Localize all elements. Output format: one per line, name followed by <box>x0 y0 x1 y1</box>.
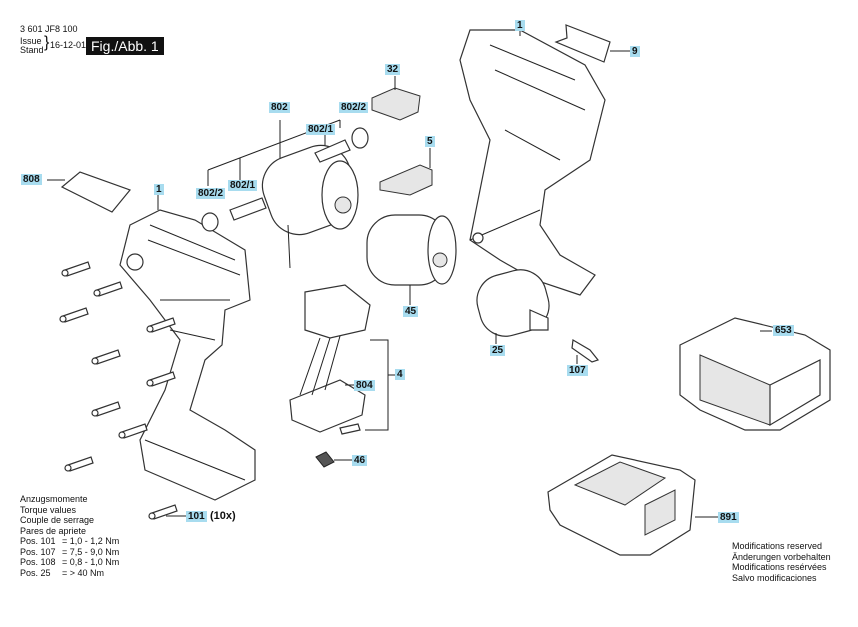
switch-4 <box>289 284 400 435</box>
torque-values-block: Anzugsmomente Torque values Couple de se… <box>20 494 119 578</box>
torque-title-en: Torque values <box>20 504 77 515</box>
callout-804[interactable]: 804 <box>354 380 375 391</box>
torque-title-fr: Couple de serrage <box>20 515 95 525</box>
ring-lower <box>201 212 219 232</box>
torque-value: = 1,0 - 1,2 Nm <box>62 536 120 546</box>
torque-pos: Pos. 25 <box>20 567 51 578</box>
modifications-en: Modifications reserved <box>732 541 823 551</box>
torque-row: Pos. 108 = 0,8 - 1,0 Nm <box>20 557 119 568</box>
label-plate-9 <box>554 24 611 63</box>
callout-101[interactable]: 101 <box>186 511 207 522</box>
torque-pos: Pos. 107 <box>20 546 56 557</box>
callout-802-2-lower[interactable]: 802/2 <box>196 188 226 199</box>
torque-value: = > 40 Nm <box>62 567 105 578</box>
modifications-fr: Modifications resérvées <box>732 562 827 572</box>
gearbox-45 <box>366 214 457 305</box>
brace: } <box>44 34 50 51</box>
screw-107 <box>571 339 600 363</box>
torque-title-es: Pares de apriete <box>20 525 87 536</box>
slide-5 <box>379 164 433 196</box>
callout-tree-802 <box>207 119 341 186</box>
callout-45[interactable]: 45 <box>403 306 419 317</box>
slide-32 <box>371 87 421 121</box>
torque-value: = 7,5 - 9,0 Nm <box>62 546 120 557</box>
torque-pos: Pos. 108 <box>20 557 56 567</box>
stand-label: Stand <box>20 45 44 55</box>
part-number: 3 601 JF8 100 <box>20 24 78 34</box>
callout-5[interactable]: 5 <box>425 136 435 147</box>
issue-label: Issue <box>20 36 42 46</box>
brush-lower <box>229 197 267 221</box>
modifications-block: Modifications reserved Änderungen vorbeh… <box>732 541 831 583</box>
battery-891 <box>547 454 718 556</box>
housing-right-half <box>459 29 606 296</box>
callout-1-right[interactable]: 1 <box>515 20 525 31</box>
brush-upper <box>314 139 351 163</box>
charger-653 <box>679 317 831 431</box>
chuck-25 <box>476 269 550 344</box>
label-plate-808 <box>60 171 132 213</box>
callout-653[interactable]: 653 <box>773 325 794 336</box>
callout-802-1-lower[interactable]: 802/1 <box>228 180 258 191</box>
callout-1-left[interactable]: 1 <box>154 184 164 195</box>
torque-row: Pos. 25 = > 40 Nm <box>20 568 119 579</box>
torque-title-de: Anzugsmomente <box>20 494 88 504</box>
callout-891[interactable]: 891 <box>718 512 739 523</box>
screws-101 <box>59 261 178 520</box>
callout-101-quantity: (10x) <box>210 510 236 522</box>
modifications-es: Salvo modificaciones <box>732 572 817 583</box>
callout-802[interactable]: 802 <box>269 102 290 113</box>
callout-46[interactable]: 46 <box>352 455 368 466</box>
callout-802-2-upper[interactable]: 802/2 <box>339 102 369 113</box>
motor-802 <box>261 144 359 269</box>
figure-label: Fig./Abb. 1 <box>86 37 164 55</box>
torque-row: Pos. 101 = 1,0 - 1,2 Nm <box>20 536 119 547</box>
housing-left-half <box>119 209 256 501</box>
callout-107[interactable]: 107 <box>567 365 588 376</box>
callout-9[interactable]: 9 <box>630 46 640 57</box>
callout-4[interactable]: 4 <box>395 369 405 380</box>
torque-row: Pos. 107 = 7,5 - 9,0 Nm <box>20 547 119 558</box>
ring-upper <box>351 127 369 149</box>
callout-802-1-upper[interactable]: 802/1 <box>306 124 336 135</box>
callout-808[interactable]: 808 <box>21 174 42 185</box>
torque-value: = 0,8 - 1,0 Nm <box>62 557 120 567</box>
issue-date: 16-12-01 <box>50 40 87 50</box>
spring-46 <box>315 451 335 468</box>
modifications-de: Änderungen vorbehalten <box>732 551 831 562</box>
torque-pos: Pos. 101 <box>20 536 56 546</box>
callout-32[interactable]: 32 <box>385 64 401 75</box>
callout-25[interactable]: 25 <box>490 345 506 356</box>
